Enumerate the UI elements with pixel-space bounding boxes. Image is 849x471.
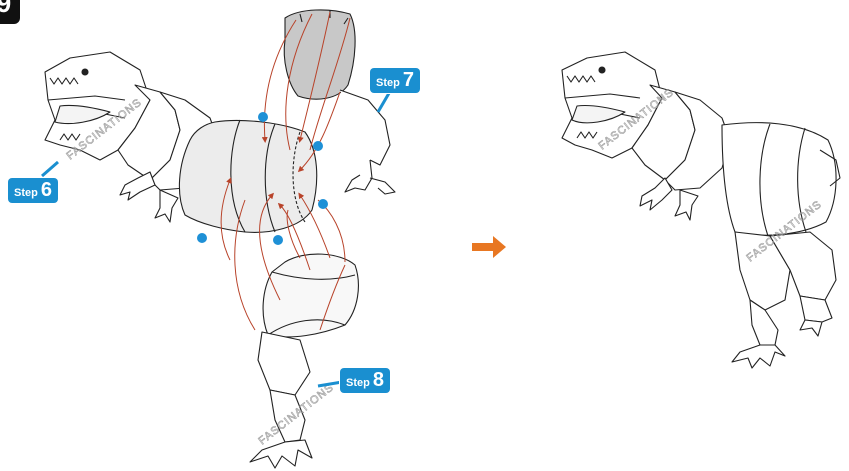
exploded-dinosaur (45, 10, 395, 468)
callout-step-8: Step 8 (340, 368, 390, 393)
alignment-dot (318, 199, 328, 209)
callout-number: 7 (403, 70, 414, 90)
alignment-dot (273, 235, 283, 245)
result-arrow-icon (472, 236, 506, 258)
callout-pointer (42, 162, 58, 176)
dinosaur-leg (250, 332, 312, 468)
dinosaur-body-barrel (179, 120, 316, 232)
callout-number: 8 (373, 370, 384, 390)
callout-step-7: Step 7 (370, 68, 420, 93)
callout-word: Step (346, 377, 370, 389)
callout-pointer (318, 382, 342, 386)
callout-word: Step (14, 187, 38, 199)
alignment-dot (313, 141, 323, 151)
callout-word: Step (376, 77, 400, 89)
callout-step-6: Step 6 (8, 178, 58, 203)
alignment-dot (258, 112, 268, 122)
callout-number: 6 (41, 180, 52, 200)
alignment-dot (197, 233, 207, 243)
assembled-dinosaur (562, 52, 840, 368)
assembled-body (722, 123, 840, 236)
